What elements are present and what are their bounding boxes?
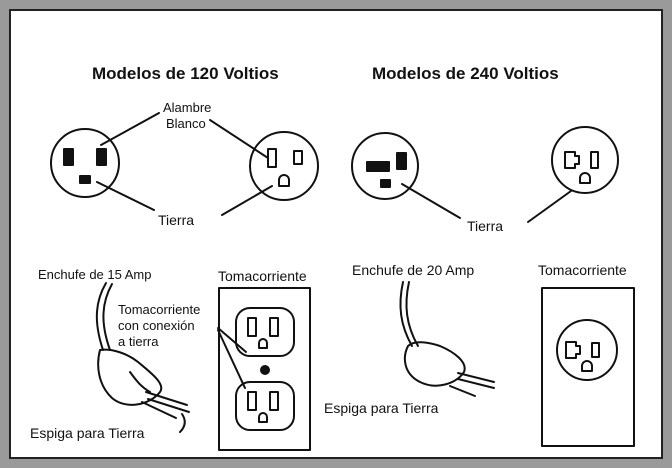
plug-15a — [95, 282, 190, 433]
label-tomacorriente-conexion-2: con conexión — [118, 318, 195, 333]
diagram-border — [9, 9, 663, 459]
label-enchufe-20: Enchufe de 20 Amp — [352, 262, 475, 278]
title-240v: Modelos de 240 Voltios — [372, 64, 559, 83]
plug-face-240v — [351, 132, 419, 200]
receptacle-face-240v — [551, 126, 619, 194]
plug-face-120v — [50, 128, 120, 198]
label-tierra-120: Tierra — [158, 212, 195, 228]
receptacle-face-120v — [249, 131, 319, 201]
label-espiga-left: Espiga para Tierra — [30, 425, 145, 441]
receptacle-plate-right — [541, 287, 635, 447]
label-espiga-right: Espiga para Tierra — [324, 400, 439, 416]
label-blanco: Blanco — [166, 116, 206, 131]
label-tierra-240: Tierra — [467, 218, 504, 234]
leader-lines-top — [96, 112, 572, 223]
title-120v: Modelos de 120 Voltios — [92, 64, 279, 83]
plug-20a — [399, 281, 495, 397]
label-enchufe-15: Enchufe de 15 Amp — [38, 267, 152, 282]
label-tomacorriente-right: Tomacorriente — [538, 262, 627, 278]
label-tomacorriente-left: Tomacorriente — [218, 268, 307, 284]
label-tomacorriente-conexion-1: Tomacorriente — [118, 302, 201, 317]
label-alambre: Alambre — [163, 100, 212, 115]
duplex-outlet-left — [217, 287, 311, 451]
label-tomacorriente-conexion-3: a tierra — [118, 334, 159, 349]
